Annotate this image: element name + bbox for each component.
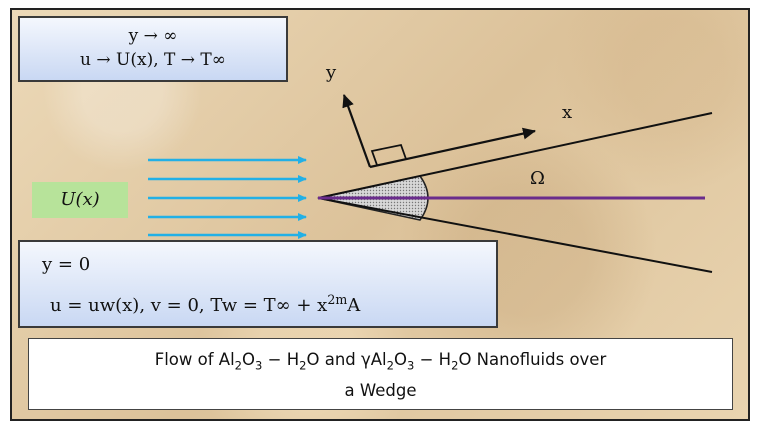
- wedge-lower-surface: [317, 197, 713, 273]
- caption-text: O Nanofluids over: [458, 350, 607, 369]
- wall-line-1: y = 0: [42, 254, 91, 275]
- y-axis-label: y: [326, 62, 337, 83]
- caption-sub: 2: [234, 358, 243, 373]
- right-angle-marker: [370, 143, 407, 166]
- caption-sub: 2: [451, 358, 459, 373]
- caption-line-1: Flow of Al2O3 − H2O and γAl2O3 − H2O Nan…: [29, 347, 732, 378]
- wall-condition-box: y = 0 u = uw(x), v = 0, Tw = T∞ + x2mA: [18, 240, 498, 328]
- caption-line-2: a Wedge: [344, 381, 417, 401]
- caption-text: Flow of Al: [154, 350, 235, 369]
- caption-text: − H: [414, 350, 452, 369]
- caption-text: O and γAl: [306, 350, 387, 369]
- caption-text: O: [394, 350, 407, 369]
- wall-line-2-text: u = uw(x), v = 0, Tw = T∞ + x: [50, 295, 328, 316]
- wedge-angle-label: Ω: [530, 168, 545, 189]
- freestream-line-1: y → ∞: [128, 26, 178, 46]
- caption-text: − H: [262, 350, 300, 369]
- y-axis-arrow: [342, 94, 372, 168]
- figure-caption: Flow of Al2O3 − H2O and γAl2O3 − H2O Nan…: [28, 338, 733, 410]
- wedge-upper-surface: [317, 112, 713, 199]
- caption-text: O: [242, 350, 256, 369]
- wall-exponent: 2m: [327, 292, 348, 307]
- freestream-condition-box: y → ∞ u → U(x), T → T∞: [18, 16, 288, 82]
- caption-sub: 3: [407, 358, 415, 373]
- inflow-velocity-label: U(x): [32, 182, 128, 218]
- wall-line-2: u = uw(x), v = 0, Tw = T∞ + x2mA: [50, 292, 360, 316]
- x-axis-arrow: [369, 127, 536, 169]
- inflow-arrows: [148, 156, 307, 239]
- freestream-line-2: u → U(x), T → T∞: [80, 50, 226, 70]
- wall-line-2-end: A: [347, 295, 361, 316]
- caption-sub: 2: [386, 358, 394, 373]
- x-axis-label: x: [562, 102, 573, 123]
- caption-sub: 2: [299, 358, 307, 373]
- caption-sub: 3: [255, 358, 263, 373]
